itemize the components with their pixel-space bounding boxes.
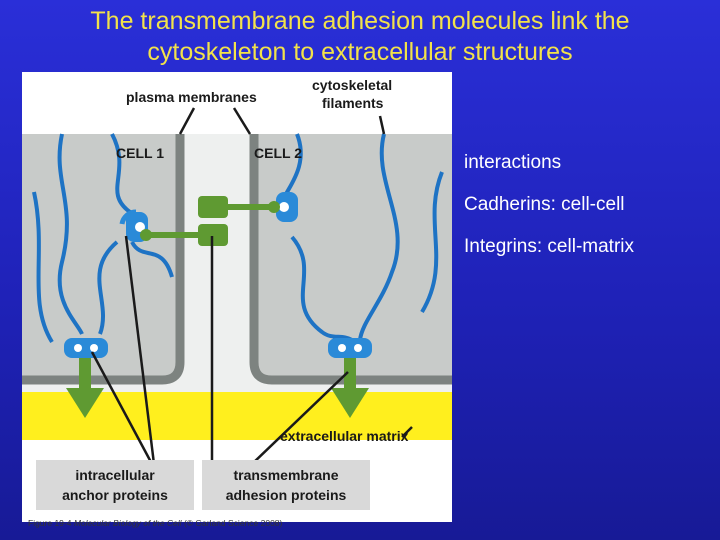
- label-plasma-membranes: plasma membranes: [126, 89, 257, 105]
- anchor-protein-cell1-matrix: [64, 338, 108, 358]
- filament-5: [130, 240, 174, 278]
- bullet-interactions: interactions: [464, 152, 562, 173]
- label-extracellular-matrix: extracellular matrix: [280, 428, 409, 444]
- anchor-protein-cell2-matrix: [328, 338, 372, 358]
- integrin-cell1: [66, 358, 104, 418]
- anchor-protein-cell2-junction: [276, 192, 298, 222]
- filament-2: [32, 191, 54, 344]
- bullet-cadherins: Cadherins: cell-cell: [464, 194, 625, 215]
- label-cytoskeletal-2: filaments: [322, 95, 384, 111]
- pointer-lines: [90, 107, 413, 465]
- adhesion-figure: plasma membranes cytoskeletal filaments …: [22, 72, 452, 528]
- cell1-membrane: [22, 134, 185, 385]
- adhesion-diagram: plasma membranes cytoskeletal filaments …: [22, 77, 452, 510]
- label-cell-1: CELL 1: [116, 145, 164, 161]
- figure-caption: Figure 19-4 Molecular Biology of the Cel…: [28, 518, 282, 528]
- label-transmembrane-2: adhesion proteins: [226, 487, 347, 503]
- cadherin-pair: [140, 196, 280, 246]
- caption-prefix: Figure 19-4: [28, 518, 72, 528]
- bullet-list: interactions Cadherins: cell-cell Integr…: [464, 150, 714, 276]
- label-cytoskeletal-1: cytoskeletal: [312, 77, 392, 93]
- bullet-integrins: Integrins: cell-matrix: [464, 236, 634, 257]
- filament-1: [57, 133, 84, 335]
- caption-book-title: Molecular Biology of the Cell: [73, 518, 182, 528]
- filament-8: [358, 133, 400, 341]
- caption-suffix: (© Garland Science 2008): [183, 518, 283, 528]
- filament-4: [97, 240, 119, 335]
- label-transmembrane-1: transmembrane: [233, 467, 338, 483]
- cell2-membrane: [249, 134, 452, 385]
- filament-3: [110, 133, 132, 214]
- label-intracellular-2: anchor proteins: [62, 487, 168, 503]
- filament-9: [420, 171, 444, 314]
- label-cell-2: CELL 2: [254, 145, 302, 161]
- anchor-proteins-box: [36, 460, 194, 510]
- intercellular-space: [22, 134, 452, 392]
- filament-7: [290, 235, 354, 342]
- integrin-cell2: [331, 358, 369, 418]
- title-line-1: The transmembrane adhesion molecules lin…: [90, 7, 630, 35]
- title-line-2: cytoskeleton to extracellular structures: [147, 38, 573, 66]
- slide-title: The transmembrane adhesion molecules lin…: [20, 6, 700, 68]
- adhesion-proteins-box: [202, 460, 370, 510]
- label-intracellular-1: intracellular: [75, 467, 155, 483]
